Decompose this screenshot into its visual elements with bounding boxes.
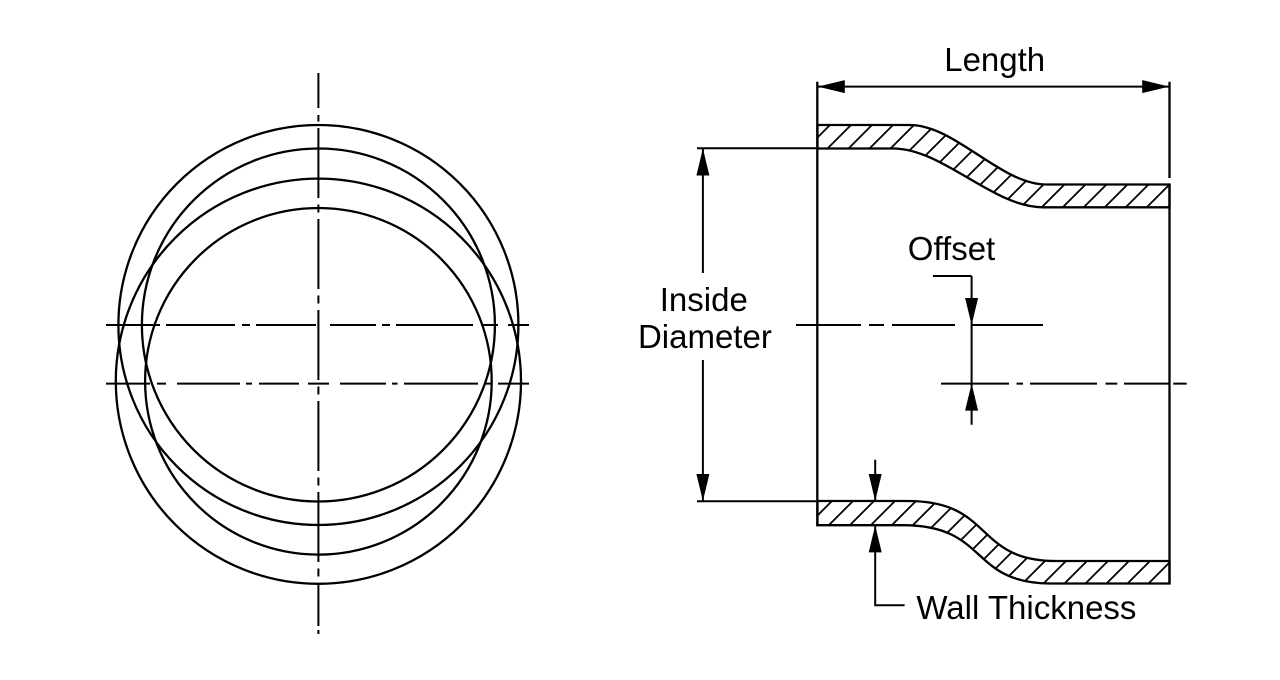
- svg-text:Wall Thickness: Wall Thickness: [916, 589, 1136, 626]
- svg-text:Length: Length: [944, 41, 1045, 78]
- svg-text:Offset: Offset: [908, 230, 995, 267]
- svg-text:Diameter: Diameter: [638, 318, 772, 355]
- svg-text:Inside: Inside: [660, 281, 748, 318]
